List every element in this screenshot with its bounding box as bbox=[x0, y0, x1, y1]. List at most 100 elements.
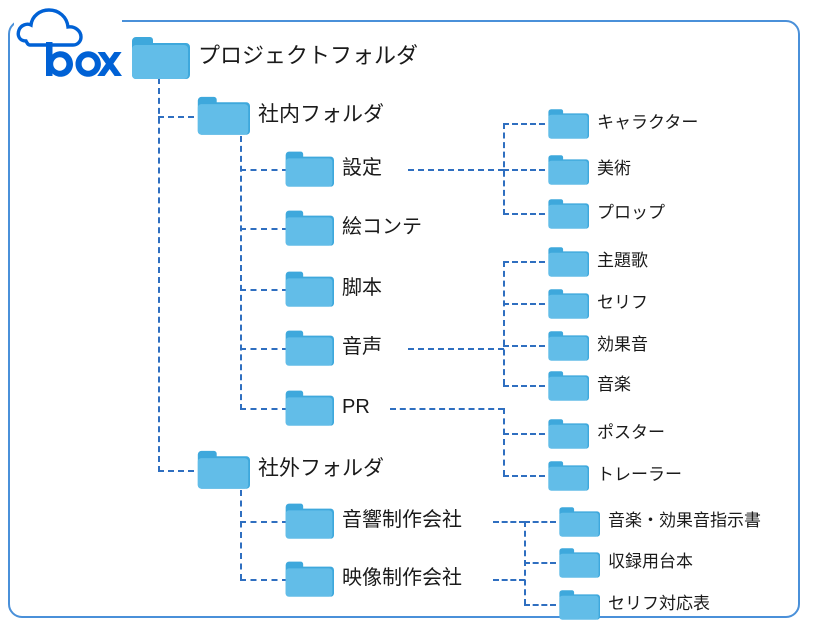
folder-icon bbox=[558, 545, 600, 578]
box-logo bbox=[14, 4, 122, 86]
node-recording-script-label: 収録用台本 bbox=[608, 552, 693, 571]
connector-vendor-to-child-0 bbox=[524, 521, 556, 523]
node-script[interactable]: 脚本 bbox=[284, 268, 382, 307]
node-dialogue-sheet[interactable]: セリフ対応表 bbox=[558, 587, 710, 620]
connector-audio-trunk bbox=[503, 261, 505, 385]
node-theme-song-label: 主題歌 bbox=[597, 251, 648, 270]
node-audio[interactable]: 音声 bbox=[284, 327, 382, 366]
folder-icon bbox=[558, 504, 600, 537]
node-internal-folder-label: 社内フォルダ bbox=[258, 102, 384, 126]
connector-root-to-internal bbox=[158, 116, 204, 118]
folder-icon bbox=[558, 587, 600, 620]
connector-pr-to-child-0 bbox=[503, 433, 545, 435]
node-recording-script[interactable]: 収録用台本 bbox=[558, 545, 693, 578]
folder-icon bbox=[547, 286, 589, 319]
node-external-folder-label: 社外フォルダ bbox=[258, 456, 384, 480]
connector-vendor-stem-1 bbox=[493, 579, 525, 581]
folder-icon bbox=[547, 328, 589, 361]
folder-icon bbox=[284, 268, 334, 307]
node-music[interactable]: 音楽 bbox=[547, 368, 631, 401]
node-art-label: 美術 bbox=[597, 159, 631, 178]
node-art[interactable]: 美術 bbox=[547, 152, 631, 185]
folder-icon bbox=[547, 416, 589, 449]
node-dialogue-sheet-label: セリフ対応表 bbox=[608, 594, 710, 613]
folder-icon bbox=[284, 387, 334, 426]
connector-internal-to-child-3 bbox=[240, 348, 288, 350]
box-wordmark bbox=[46, 42, 122, 77]
connector-vendor-to-child-2 bbox=[524, 604, 556, 606]
connector-settings-to-child-1 bbox=[503, 169, 545, 171]
folder-icon bbox=[547, 152, 589, 185]
node-root-label: プロジェクトフォルダ bbox=[198, 43, 419, 68]
diagram-frame bbox=[8, 20, 800, 618]
node-trailer-label: トレーラー bbox=[597, 465, 682, 484]
node-sound-effects-label: 効果音 bbox=[597, 335, 648, 354]
connector-settings-to-child-2 bbox=[503, 213, 545, 215]
node-poster-label: ポスター bbox=[597, 423, 665, 442]
node-character-label: キャラクター bbox=[597, 113, 699, 132]
node-music-se-spec-label: 音楽・効果音指示書 bbox=[608, 511, 761, 530]
node-sound-vendor[interactable]: 音響制作会社 bbox=[284, 500, 462, 539]
node-settings[interactable]: 設定 bbox=[284, 148, 382, 187]
connector-internal-trunk bbox=[240, 136, 242, 410]
folder-icon bbox=[547, 196, 589, 229]
connector-internal-to-child-4 bbox=[240, 408, 288, 410]
connector-audio-to-child-2 bbox=[503, 345, 545, 347]
connector-root-to-external bbox=[158, 470, 204, 472]
node-root[interactable]: プロジェクトフォルダ bbox=[130, 33, 418, 79]
connector-vendor-to-child-1 bbox=[524, 562, 556, 564]
connector-pr-stem bbox=[390, 408, 504, 410]
folder-icon bbox=[547, 106, 589, 139]
folder-icon bbox=[547, 458, 589, 491]
node-dialogue[interactable]: セリフ bbox=[547, 286, 648, 319]
node-storyboard-label: 絵コンテ bbox=[342, 215, 422, 238]
node-audio-label: 音声 bbox=[342, 335, 382, 358]
node-music-label: 音楽 bbox=[597, 375, 631, 394]
folder-icon bbox=[284, 207, 334, 246]
connector-external-to-child-1 bbox=[240, 579, 288, 581]
node-script-label: 脚本 bbox=[342, 276, 382, 299]
node-trailer[interactable]: トレーラー bbox=[547, 458, 682, 491]
node-storyboard[interactable]: 絵コンテ bbox=[284, 207, 422, 246]
node-sound-vendor-label: 音響制作会社 bbox=[342, 508, 462, 531]
connector-pr-to-child-1 bbox=[503, 475, 545, 477]
folder-icon bbox=[547, 368, 589, 401]
node-pr-label: PR bbox=[342, 395, 370, 418]
node-theme-song[interactable]: 主題歌 bbox=[547, 244, 648, 277]
cloud-icon bbox=[16, 8, 83, 47]
connector-settings-to-child-0 bbox=[503, 123, 545, 125]
connector-audio-stem bbox=[408, 348, 504, 350]
node-character[interactable]: キャラクター bbox=[547, 106, 698, 139]
connector-internal-to-child-0 bbox=[240, 169, 288, 171]
node-dialogue-label: セリフ bbox=[597, 293, 648, 312]
node-sound-effects[interactable]: 効果音 bbox=[547, 328, 648, 361]
connector-pr-trunk bbox=[503, 408, 505, 476]
connector-audio-to-child-3 bbox=[503, 385, 545, 387]
node-external-folder[interactable]: 社外フォルダ bbox=[196, 447, 384, 489]
node-video-vendor-label: 映像制作会社 bbox=[342, 566, 462, 589]
node-internal-folder[interactable]: 社内フォルダ bbox=[196, 93, 384, 135]
folder-icon bbox=[196, 447, 250, 489]
node-prop-label: プロップ bbox=[597, 203, 665, 222]
folder-icon bbox=[196, 93, 250, 135]
connector-vendor-stem-0 bbox=[493, 521, 525, 523]
connector-internal-to-child-2 bbox=[240, 289, 288, 291]
folder-icon bbox=[284, 500, 334, 539]
node-settings-label: 設定 bbox=[342, 156, 382, 179]
node-music-se-spec[interactable]: 音楽・効果音指示書 bbox=[558, 504, 761, 537]
folder-icon bbox=[284, 558, 334, 597]
folder-icon bbox=[547, 244, 589, 277]
node-video-vendor[interactable]: 映像制作会社 bbox=[284, 558, 462, 597]
folder-icon bbox=[130, 33, 190, 79]
connector-internal-to-child-1 bbox=[240, 228, 288, 230]
folder-icon bbox=[284, 327, 334, 366]
node-prop[interactable]: プロップ bbox=[547, 196, 665, 229]
connector-root-trunk bbox=[158, 78, 160, 472]
connector-external-to-child-0 bbox=[240, 521, 288, 523]
node-poster[interactable]: ポスター bbox=[547, 416, 665, 449]
node-pr[interactable]: PR bbox=[284, 387, 370, 426]
connector-audio-to-child-0 bbox=[503, 261, 545, 263]
connector-audio-to-child-1 bbox=[503, 303, 545, 305]
connector-external-trunk bbox=[240, 490, 242, 580]
